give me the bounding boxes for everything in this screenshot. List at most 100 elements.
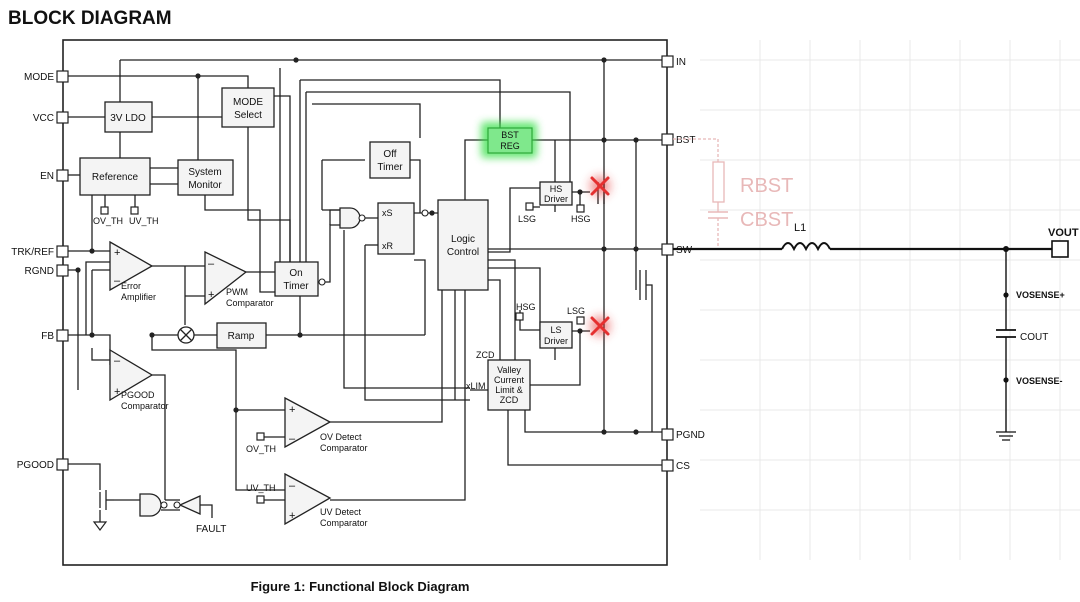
summing-node: [177, 326, 195, 344]
pin-label-bst: BST: [676, 135, 695, 146]
fault-label: FAULT: [196, 524, 226, 535]
ic-outline: [62, 39, 668, 566]
ground-symbol: [996, 431, 1016, 441]
ov-minus: –: [289, 433, 296, 445]
rbst-resistor: [712, 161, 725, 203]
background-grid: [700, 40, 1080, 560]
left-pins: MODE VCC EN TRK/REF RGND FB PGOOD: [11, 70, 69, 471]
ls-driver-line2: Driver: [544, 336, 568, 346]
valley-line4: ZCD: [500, 395, 519, 405]
valley-limit-block: Valley Current Limit & ZCD: [487, 359, 531, 411]
ov-th-cmp-label: OV_TH: [246, 444, 276, 454]
pin-label-pgnd: PGND: [676, 430, 705, 441]
latch-reset-label: xR: [382, 241, 394, 251]
pin-label-fb: FB: [41, 331, 54, 342]
inductor-l1: [781, 242, 831, 252]
off-timer-line1: Off: [383, 149, 396, 160]
junction-dots: [75, 57, 639, 435]
valley-line1: Valley: [497, 365, 521, 375]
pin-label-sw: SW: [676, 245, 693, 256]
latch-set-label: xS: [382, 208, 393, 218]
ramp-label: Ramp: [228, 331, 255, 342]
error-amplifier-label1: Error: [121, 281, 141, 291]
external-circuit: RBST CBST L1 VOUT VOSENSE+ COUT VOSENSE-: [673, 138, 1079, 441]
off-timer-line2: Timer: [377, 162, 403, 173]
pin-en: [56, 169, 69, 182]
ov-detect-label1: OV Detect: [320, 432, 362, 442]
and-gate-latch: [339, 207, 361, 229]
valley-line2: Current: [494, 375, 525, 385]
ramp-block: Ramp: [216, 322, 267, 349]
ea-minus: –: [114, 275, 121, 287]
rbst-label: RBST: [740, 175, 793, 197]
hsg-hs-label: HSG: [571, 214, 591, 224]
pgood-nand-gate: [139, 493, 168, 517]
pin-label-rgnd: RGND: [25, 266, 54, 277]
ov-th-cmp-terminal: [256, 432, 265, 441]
off-timer-block: Off Timer: [369, 141, 411, 179]
ov-th-terminal: [100, 206, 109, 215]
vsense-neg-label: VOSENSE-: [1016, 376, 1063, 386]
sr-latch-block: xS xR: [377, 202, 415, 255]
pin-sw: [661, 243, 674, 256]
on-timer-bubble: [318, 278, 326, 286]
uv-th-cmp-label: UV_TH: [246, 483, 276, 493]
ls-driver-line1: LS: [550, 325, 561, 335]
hs-driver-line1: HS: [550, 184, 563, 194]
reference-block: Reference: [79, 157, 151, 196]
uv-th-cmp-terminal: [256, 495, 265, 504]
lsg-hs-label: LSG: [518, 214, 536, 224]
hs-fet-removed-x: [590, 176, 610, 196]
error-amplifier-label2: Amplifier: [121, 292, 156, 302]
pin-fb: [56, 329, 69, 342]
valley-line3: Limit &: [495, 385, 523, 395]
ls-driver-block: LS Driver: [539, 321, 573, 349]
ldo-label: 3V LDO: [110, 113, 146, 124]
uv-plus: +: [289, 510, 295, 522]
pgood-minus: –: [114, 355, 121, 367]
uv-minus: –: [289, 480, 296, 492]
pwm-plus: +: [208, 289, 214, 301]
pgood-comparator-label1: PGOOD: [121, 390, 155, 400]
fault-buffer: FAULT: [173, 494, 226, 535]
pin-label-trk-ref: TRK/REF: [11, 247, 54, 258]
zcd-label: ZCD: [476, 350, 495, 360]
hs-driver-block: HS Driver: [539, 181, 573, 206]
cout-label: COUT: [1020, 332, 1048, 343]
pin-label-pgood: PGOOD: [17, 460, 54, 471]
bst-reg-line1: BST: [501, 130, 519, 140]
mode-select-block: MODE Select: [221, 87, 275, 128]
hsg-hs-terminal: [576, 204, 585, 213]
pin-cs: [661, 459, 674, 472]
pwm-minus: –: [208, 258, 215, 270]
pin-vcc: [56, 111, 69, 124]
logic-control-block: Logic Control: [437, 199, 489, 291]
mode-select-line2: Select: [234, 110, 262, 121]
logic-control-line2: Control: [447, 247, 479, 258]
logic-control-line1: Logic: [451, 234, 475, 245]
vsense-pos-label: VOSENSE+: [1016, 290, 1065, 300]
lsg-hs-terminal: [525, 202, 534, 211]
hsg-ls-label: HSG: [516, 302, 536, 312]
cbst-label: CBST: [740, 209, 793, 231]
lsg-ls-label: LSG: [567, 306, 585, 316]
uv-detect-label2: Comparator: [320, 518, 368, 528]
pin-mode: [56, 70, 69, 83]
ov-detect-label2: Comparator: [320, 443, 368, 453]
and-gate-bubble: [358, 214, 366, 222]
ldo-block: 3V LDO: [104, 101, 153, 133]
pin-pgnd: [661, 428, 674, 441]
on-timer-line1: On: [289, 268, 302, 279]
pgood-fet: [92, 490, 114, 531]
pin-bst: [661, 133, 674, 146]
pgood-comparator: – + PGOOD Comparator: [109, 348, 169, 411]
cout-capacitor: [996, 329, 1016, 338]
vout-label: VOUT: [1048, 227, 1079, 239]
hs-driver-line2: Driver: [544, 194, 568, 204]
ov-th-label: OV_TH: [93, 216, 123, 226]
on-timer-block: On Timer: [274, 261, 319, 297]
page-title: BLOCK DIAGRAM: [8, 8, 172, 29]
pin-rgnd: [56, 264, 69, 277]
pgood-comparator-label2: Comparator: [121, 401, 169, 411]
